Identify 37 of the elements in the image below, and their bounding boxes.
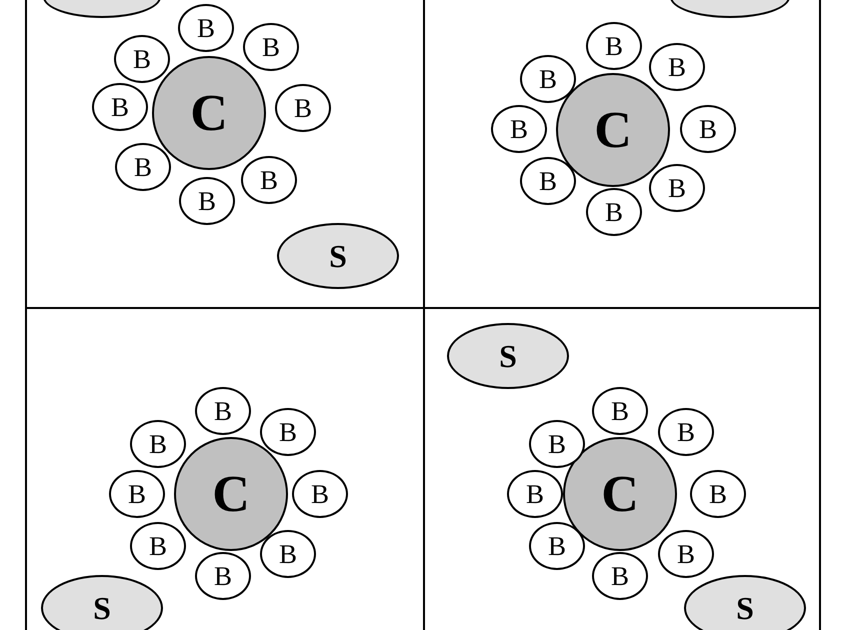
small-circle: B	[275, 84, 331, 132]
small-circle: B	[195, 552, 251, 600]
small-circle: B	[592, 387, 648, 435]
oval: S	[447, 323, 569, 389]
small-circle: B	[292, 470, 348, 518]
small-circle: B	[592, 552, 648, 600]
small-circle: B	[179, 177, 235, 225]
small-circle: B	[658, 408, 714, 456]
small-circle: B	[260, 530, 316, 578]
small-circle: B	[241, 156, 297, 204]
small-circle: B	[195, 387, 251, 435]
small-circle: B	[109, 470, 165, 518]
small-circle: B	[586, 188, 642, 236]
small-circle: B	[130, 420, 186, 468]
small-circle: B	[507, 470, 563, 518]
small-circle: B	[115, 143, 171, 191]
small-circle: B	[649, 43, 705, 91]
oval: S	[684, 575, 806, 630]
small-circle: B	[114, 35, 170, 83]
oval: S	[277, 223, 399, 289]
small-circle: B	[260, 408, 316, 456]
small-circle: B	[680, 105, 736, 153]
small-circle: B	[178, 4, 234, 52]
small-circle: B	[520, 55, 576, 103]
small-circle: B	[586, 22, 642, 70]
small-circle: B	[649, 164, 705, 212]
small-circle: B	[658, 530, 714, 578]
small-circle: B	[92, 83, 148, 131]
small-circle: B	[130, 522, 186, 570]
small-circle: B	[690, 470, 746, 518]
small-circle: B	[243, 23, 299, 71]
center-circle: C	[152, 56, 266, 170]
small-circle: B	[520, 157, 576, 205]
small-circle: B	[529, 522, 585, 570]
oval: S	[41, 575, 163, 630]
small-circle: B	[491, 105, 547, 153]
small-circle: B	[529, 420, 585, 468]
